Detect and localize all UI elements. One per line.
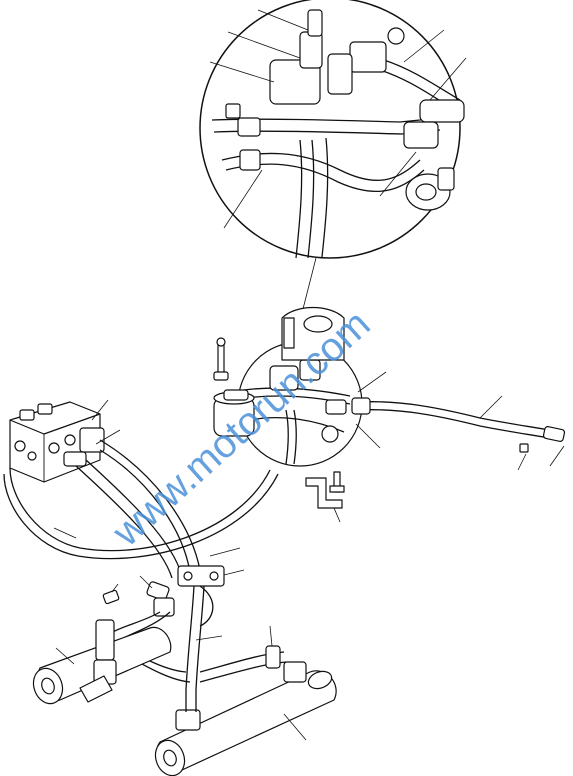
detail-view <box>199 0 467 259</box>
detail-valve-body <box>269 59 321 105</box>
detail-circle <box>199 0 461 259</box>
left-cylinder <box>32 619 172 705</box>
hose-clamp <box>177 565 225 691</box>
pump-assembly <box>213 307 345 437</box>
long-hose <box>351 371 566 471</box>
small-detail-view <box>237 341 363 467</box>
right-cylinder <box>154 625 337 776</box>
control-valve-block <box>9 399 121 483</box>
mounting-bracket <box>305 471 345 523</box>
main-hoses <box>3 439 279 579</box>
